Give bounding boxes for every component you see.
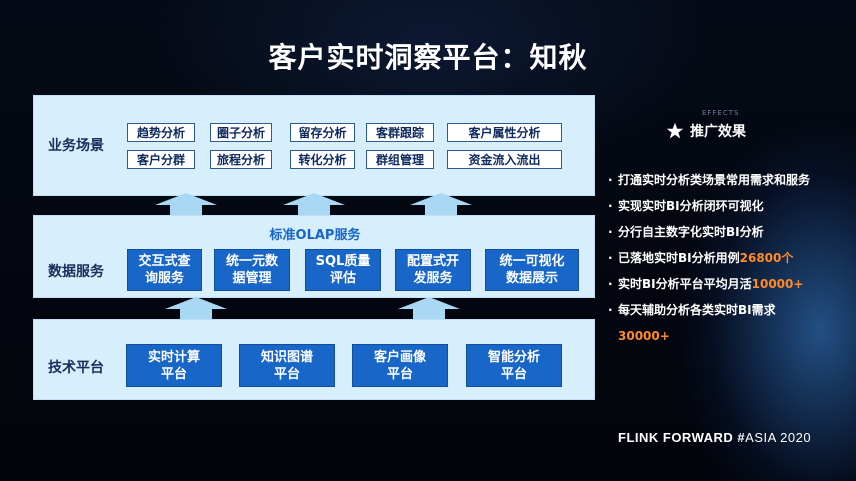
business-layer: 业务场景 趋势分析 圈子分析 留存分析 客群跟踪 客户属性分析 客户分群 旅程分… [33, 95, 595, 196]
star-icon [666, 122, 684, 139]
effects-heading: 推广效果 [666, 121, 746, 141]
data-service-layer: 标准OLAP服务 数据服务 交互式查询服务 统一元数据管理 SQL质量评估 配置… [33, 215, 595, 298]
effects-heading-text: 推广效果 [690, 124, 746, 140]
service-line: 配置式开 [406, 254, 459, 269]
platform-line: 平台 [500, 366, 527, 382]
bullet-text: 实现实时BI分析闭环可视化 [618, 199, 764, 213]
chip-retention-analysis: 留存分析 [290, 123, 355, 142]
chip-journey-analysis: 旅程分析 [210, 150, 272, 169]
platform-line: 平台 [386, 366, 413, 382]
event-text: ASIA 2020 [745, 430, 812, 445]
service-line: 统一可视化 [499, 254, 565, 269]
service-line: 评估 [329, 271, 356, 286]
service-interactive-query: 交互式查询服务 [127, 249, 202, 291]
list-item: ·分行自主数字化实时BI分析 [608, 225, 764, 239]
list-item: 30000+ [608, 323, 856, 349]
list-item: ·每天辅助分析各类实时BI需求 [608, 303, 776, 317]
arrow-up-4 [165, 297, 227, 321]
tech-layer-label: 技术平台 [48, 360, 104, 376]
list-item: ·打通实时分析类场景常用需求和服务 [608, 173, 811, 187]
platform-line: 平台 [273, 366, 300, 382]
service-line: SQL质量 [315, 254, 371, 269]
chip-conversion-analysis: 转化分析 [290, 150, 355, 169]
list-item: ·实现实时BI分析闭环可视化 [608, 199, 764, 213]
olap-title: 标准OLAP服务 [269, 228, 361, 243]
service-line: 发服务 [413, 271, 453, 286]
list-item: ·已落地实时BI分析用例26800个 [608, 251, 794, 265]
page-title: 客户实时洞察平台：知秋 [268, 41, 588, 74]
effects-panel: EFFECTS 推广效果 ·打通实时分析类场景常用需求和服务 ·实现实时BI分析… [596, 95, 856, 400]
platform-customer-profile: 客户画像平台 [352, 344, 448, 387]
bullet-highlight: 10000+ [751, 277, 804, 291]
bullet-text: 已落地实时BI分析用例 [618, 251, 740, 265]
effects-english-label: EFFECTS [702, 109, 740, 117]
service-sql-quality: SQL质量评估 [305, 249, 381, 291]
service-metadata: 统一元数据管理 [214, 249, 290, 291]
bullet-text: 实时BI分析平台平均月活 [618, 277, 752, 291]
arrow-up-2 [283, 193, 345, 217]
platform-smart-analysis: 智能分析平台 [466, 344, 562, 387]
arrow-up-5 [398, 297, 460, 321]
service-line: 数据展示 [505, 271, 558, 286]
platform-line: 客户画像 [373, 349, 426, 365]
list-item: ·实时BI分析平台平均月活10000+ [608, 277, 804, 291]
chip-segment-tracking: 客群跟踪 [366, 123, 434, 142]
brand-text: FLINK FORWARD # [618, 430, 746, 445]
bullet-highlight: 30000+ [618, 329, 670, 343]
platform-knowledge-graph: 知识图谱平台 [239, 344, 335, 387]
service-line: 统一元数 [225, 254, 278, 269]
bullet-text: 分行自主数字化实时BI分析 [618, 225, 764, 239]
chip-customer-segmentation: 客户分群 [127, 150, 195, 169]
platform-line: 实时计算 [147, 349, 200, 365]
platform-line: 平台 [160, 366, 187, 382]
service-config-dev: 配置式开发服务 [395, 249, 471, 291]
chip-trend-analysis: 趋势分析 [127, 123, 195, 142]
effects-list: ·打通实时分析类场景常用需求和服务 ·实现实时BI分析闭环可视化 ·分行自主数字… [608, 167, 856, 349]
chip-group-management: 群组管理 [366, 150, 434, 169]
chip-attribute-analysis: 客户属性分析 [447, 123, 562, 142]
chip-fund-flow: 资金流入流出 [447, 150, 562, 169]
chip-circle-analysis: 圈子分析 [210, 123, 272, 142]
data-layer-label: 数据服务 [48, 264, 104, 280]
event-logo: FLINK FORWARD #ASIA 2020 [618, 430, 811, 445]
arrow-up-3 [410, 193, 472, 217]
arrow-up-1 [155, 193, 217, 217]
bullet-text: 每天辅助分析各类实时BI需求 [618, 303, 776, 317]
platform-line: 智能分析 [487, 349, 540, 365]
platform-realtime-compute: 实时计算平台 [126, 344, 222, 387]
service-line: 询服务 [144, 271, 184, 286]
business-layer-label: 业务场景 [48, 138, 104, 154]
platform-line: 知识图谱 [260, 349, 313, 365]
tech-platform-layer: 技术平台 实时计算平台 知识图谱平台 客户画像平台 智能分析平台 [33, 319, 595, 400]
service-visualization: 统一可视化数据展示 [485, 249, 579, 291]
bullet-highlight: 26800个 [739, 251, 794, 265]
service-line: 据管理 [232, 271, 272, 286]
bullet-text: 打通实时分析类场景常用需求和服务 [618, 173, 811, 187]
service-line: 交互式查 [138, 254, 191, 269]
